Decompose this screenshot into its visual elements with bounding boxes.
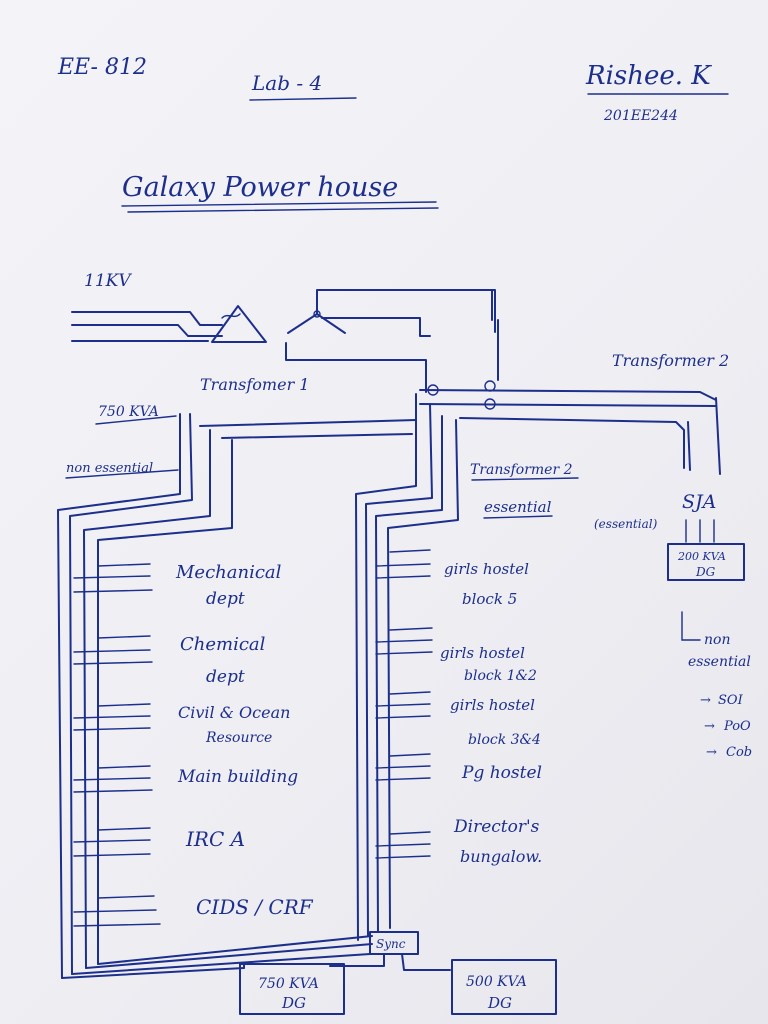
sja-label: SJA	[682, 491, 716, 513]
sja-non-essential-list: → SOI → PoO → Cob	[700, 693, 752, 760]
sja-list-item-1: SOI	[718, 693, 744, 708]
author-name: Rishee. K	[585, 61, 712, 91]
left-load-taps	[73, 563, 161, 927]
transformer-2-mid-label: Transformer 2	[470, 462, 573, 478]
non-essential-label: non essential	[66, 461, 153, 476]
title-underline-2	[127, 207, 439, 213]
sja-non-essential-line2: essential	[688, 654, 751, 670]
left-load-2-line1: Chemical	[180, 634, 266, 655]
right-load-4-line1: Pg hostel	[461, 763, 542, 783]
left-load-1-line1: Mechanical	[175, 562, 282, 583]
right-load-1-line2: block 5	[462, 590, 517, 608]
dg-750-rating: 750 KVA	[258, 976, 319, 992]
left-load-3-line1: Civil & Ocean	[178, 703, 290, 722]
supply-voltage-label: 11KV	[84, 271, 132, 291]
sja-non-essential-arrow	[681, 611, 701, 641]
left-load-3-line2: Resource	[205, 730, 272, 746]
sja-essential-label: (essential)	[594, 517, 658, 531]
transformer-2-mid-underline	[471, 477, 579, 481]
sja-non-essential-line1: non	[704, 632, 730, 648]
transformer-2-feeder	[419, 289, 721, 475]
essential-label: essential	[484, 498, 552, 516]
right-load-2-line1: girls hostel	[440, 644, 525, 662]
incoming-11kv-feeder	[71, 311, 223, 342]
non-essential-underline	[65, 469, 179, 479]
dg-750-type: DG	[281, 994, 306, 1012]
right-load-3-line2: block 3&4	[468, 732, 541, 748]
right-load-1-line1: girls hostel	[444, 560, 529, 578]
left-load-1-line2: dept	[206, 589, 245, 609]
sja-list-arrow-2: →	[704, 719, 715, 734]
right-load-5-line1: Director's	[453, 817, 540, 837]
sja-dg-box	[667, 543, 745, 581]
transformer-1-delta-symbol	[211, 305, 267, 343]
dg-750-box	[239, 963, 345, 1015]
right-load-2-line2: block 1&2	[464, 668, 537, 684]
left-load-4-line1: Main building	[177, 767, 298, 787]
sja-dg-type: DG	[695, 565, 716, 579]
rating-underline	[95, 415, 177, 425]
lab-underline	[249, 97, 357, 101]
transformer-1-star-symbol	[287, 297, 346, 334]
essential-bus	[355, 393, 459, 941]
sja-list-item-3: Cob	[726, 745, 752, 760]
left-load-2-line2: dept	[206, 667, 245, 687]
left-load-5-line1: IRC A	[185, 827, 245, 851]
left-load-6-line1: CIDS / CRF	[196, 895, 314, 919]
transformer-2-incoming-loop	[285, 289, 496, 393]
course-code: EE- 812	[57, 55, 147, 80]
sja-list-arrow-1: →	[700, 693, 711, 708]
dg-500-box	[451, 959, 557, 1015]
lab-number: Lab - 4	[251, 71, 322, 95]
sync-panel-label: Sync	[376, 937, 406, 951]
right-load-taps	[375, 549, 433, 859]
sja-dg-rating: 200 KVA	[677, 550, 726, 563]
sja-list-item-2: PoO	[723, 719, 751, 734]
transformer-1-label: Transfomer 1	[200, 375, 309, 394]
right-load-5-line2: bungalow.	[460, 847, 542, 866]
title-underline-1	[121, 201, 437, 207]
transformer-2-right-label: Transformer 2	[612, 351, 729, 370]
roll-number: 201EE244	[603, 108, 678, 124]
non-essential-bus	[57, 413, 417, 979]
sja-dg-leads	[685, 519, 715, 543]
right-load-3-line1: girls hostel	[450, 696, 535, 714]
sync-panel-box	[369, 931, 419, 955]
dg-500-type: DG	[487, 994, 512, 1012]
sja-list-arrow-3: →	[706, 745, 717, 760]
diagram-title: Galaxy Power house	[122, 172, 398, 203]
essential-underline	[483, 515, 553, 519]
dg-500-rating: 500 KVA	[466, 974, 527, 990]
transformer-1-rating: 750 KVA	[98, 404, 159, 420]
